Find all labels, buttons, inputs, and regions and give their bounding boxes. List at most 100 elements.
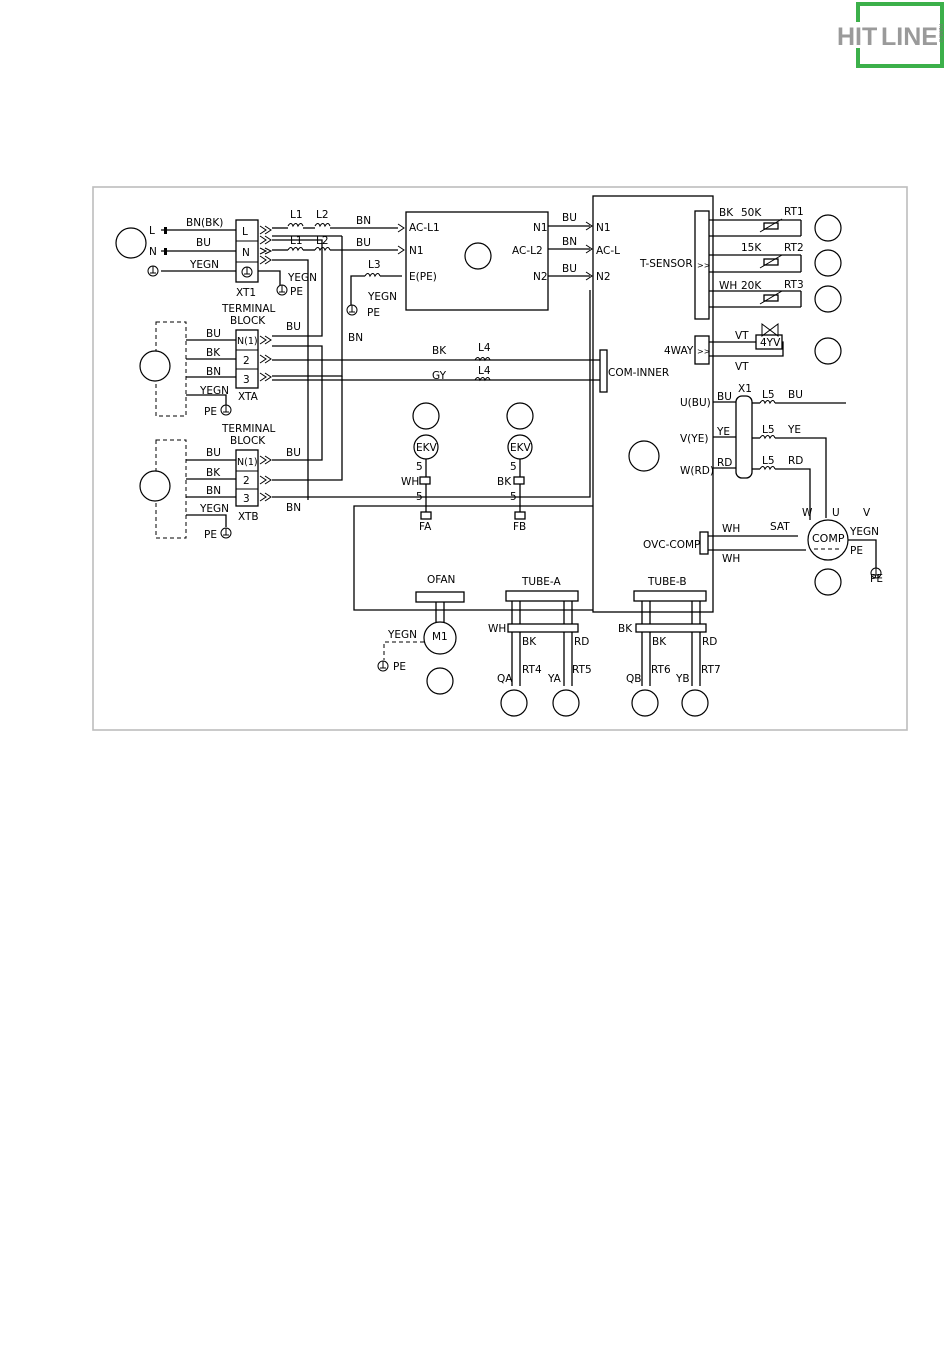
ofan-label: OFAN (427, 574, 455, 586)
terminal-a-3: 3 (243, 374, 250, 386)
ekv-a-5-bottom: 5 (416, 491, 423, 503)
main-v-ye: V(YE) (680, 433, 708, 445)
valve-4yv-label: 4YV (760, 337, 781, 349)
wire-label-yegn: YEGN (199, 503, 229, 515)
wire-label-bn: BN (206, 366, 221, 378)
callout-circle (631, 689, 659, 717)
wire-label-bk: BK (719, 207, 734, 219)
wire-label-bu: BU (562, 263, 577, 275)
choke-l5: L5 (762, 389, 775, 401)
wire-label-bn: BN (348, 332, 363, 344)
terminal-a-title2: BLOCK (230, 315, 266, 327)
choke-coil (314, 222, 331, 228)
filter-ac-l2: AC-L2 (512, 245, 543, 257)
logo-text-small: REMEO (937, 24, 943, 42)
choke-l3: L3 (368, 259, 381, 271)
earth-icon (870, 567, 882, 579)
tube-qa: QA (497, 673, 513, 685)
logo-text-line: LINE (881, 23, 938, 51)
indoor-unit-a-box (155, 321, 187, 417)
tube-b-connector (633, 590, 707, 602)
wire-label-rd: RD (717, 457, 732, 469)
supply-n-label: N (149, 246, 157, 258)
comp-pe: PE (870, 573, 883, 585)
main-n2: N2 (596, 271, 611, 283)
terminal-a-title1: TERMINAL (221, 303, 276, 315)
wire-label-bk: BK (522, 636, 537, 648)
comp-u-label: U (832, 507, 840, 519)
terminal-a-n1: N(1) (237, 336, 258, 347)
main-w-rd: W(RD) (680, 465, 714, 477)
ekv-a-label: EKV (416, 442, 438, 454)
x1-connector (735, 395, 753, 479)
choke-l4: L4 (478, 365, 491, 377)
callout-circle (814, 285, 842, 313)
comp-w-label: W (802, 507, 813, 519)
sensor-rt2: RT2 (784, 242, 804, 254)
tube-yb: YB (675, 673, 690, 685)
sensor-rt7: RT7 (701, 664, 721, 676)
xta-pe: PE (204, 406, 217, 418)
ovc-comp-connector (699, 531, 709, 555)
terminal-b-name: XTB (238, 511, 259, 523)
fan-yegn: YEGN (387, 629, 417, 641)
comp-v-label: V (863, 507, 871, 519)
wire-label-gy: GY (432, 370, 447, 382)
earth-icon (147, 265, 159, 277)
sensor-20k: 20K (741, 280, 762, 292)
callout-circle (681, 689, 709, 717)
wire-label-bk: BK (206, 467, 221, 479)
earth-icon (220, 527, 232, 539)
terminal-a-name: XTA (238, 391, 259, 403)
thermistor-icon (759, 218, 783, 233)
sensor-rt6: RT6 (651, 664, 671, 676)
callout-circle (814, 214, 842, 242)
hitline-logo: HIT LINE REMEO (835, 2, 944, 68)
choke-coil (759, 434, 776, 440)
main-n1: N1 (596, 222, 611, 234)
tube-b-plug (635, 623, 707, 633)
wire-label-bu: BU (196, 237, 211, 249)
wire-label-vt: VT (735, 330, 749, 342)
fourway-arrows: >> (697, 347, 710, 356)
terminal-b-title2: BLOCK (230, 435, 266, 447)
wire-label-bu: BU (717, 391, 732, 403)
comp-pe-label: PE (850, 545, 863, 557)
ekv-b-label: EKV (510, 442, 532, 454)
main-ac-l: AC-L (596, 245, 620, 257)
xt1-l: L (242, 226, 248, 238)
callout-circle (814, 337, 842, 365)
wire-label-bu: BU (562, 212, 577, 224)
fa-label: FA (419, 521, 432, 533)
wire-label-wh: WH (722, 523, 740, 535)
terminal-b-n1: N(1) (237, 457, 258, 468)
valve-icon (761, 323, 779, 337)
sensor-rt4: RT4 (522, 664, 542, 676)
callout-circle (139, 350, 171, 382)
main-t-sensor: T-SENSOR (639, 258, 693, 270)
wire-label-wh: WH (722, 553, 740, 565)
choke-coil (759, 465, 776, 471)
wire-label-bu: BU (206, 328, 221, 340)
logo-text-backing (835, 22, 935, 48)
filter-ac-l1: AC-L1 (409, 222, 440, 234)
valve-4yv (755, 334, 783, 350)
choke-l1: L1 (290, 209, 303, 221)
terminal-b-title1: TERMINAL (221, 423, 276, 435)
xt1-n: N (242, 247, 250, 259)
callout-circle (552, 689, 580, 717)
x1-label: X1 (738, 383, 752, 395)
wire-label-rd: RD (574, 636, 589, 648)
wire-label-ye: YE (716, 426, 730, 438)
wire-label-bn: BN (562, 236, 577, 248)
callout-circle (814, 568, 842, 596)
fb-label: FB (513, 521, 526, 533)
xt1-pe: PE (290, 286, 303, 298)
ekv-b-5-bottom: 5 (510, 491, 517, 503)
ekv-a-5-top: 5 (416, 461, 423, 473)
tube-a-connector (505, 590, 579, 602)
choke-l2: L2 (316, 209, 329, 221)
callout-circle (628, 440, 660, 472)
terminal-b-3: 3 (243, 493, 250, 505)
wire-label-bu: BU (286, 321, 301, 333)
